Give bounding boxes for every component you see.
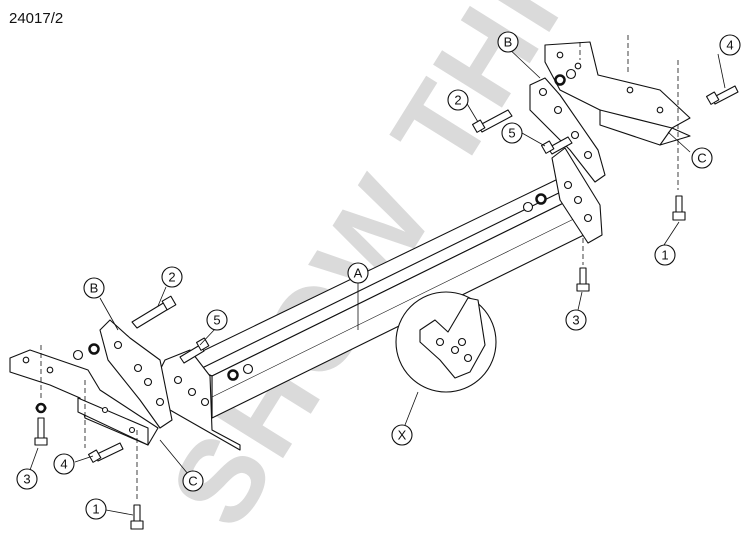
callout-1-right-circle — [654, 244, 676, 266]
callout-c-right-circle — [691, 147, 713, 169]
callout-b-right-circle — [497, 31, 519, 53]
callout-c-left-circle — [182, 470, 204, 492]
right-bracket-b — [529, 77, 606, 183]
bolt-5-right — [540, 136, 573, 155]
callout-2-left-circle — [161, 266, 183, 288]
callout-2-right-label: 2 — [454, 93, 461, 108]
left-bracket-b — [99, 319, 173, 429]
callout-b-left-label: B — [90, 281, 99, 296]
callout-3-right-circle — [565, 309, 587, 331]
callout-a-circle — [347, 262, 369, 284]
callout-3-left-label: 3 — [23, 472, 30, 487]
leader-lines — [29, 45, 726, 516]
callout-4-right-label: 4 — [726, 38, 733, 53]
callout-5-left-label: 5 — [213, 313, 220, 328]
bolt-3-right — [576, 267, 590, 292]
callout-b-left-circle — [83, 277, 105, 299]
callout-circles — [16, 31, 741, 520]
bolt-5-left — [179, 337, 210, 364]
bolt-1-left — [130, 504, 144, 530]
callout-4-left-circle — [53, 453, 75, 475]
nuts-washers — [35, 68, 577, 414]
bolt-4-left — [87, 442, 124, 463]
callout-2-left-label: 2 — [168, 270, 175, 285]
bolt-2-left — [131, 295, 177, 329]
callout-2-right-circle — [447, 89, 469, 111]
callout-c-right-label: C — [697, 151, 706, 166]
right-chassis-bracket-c — [544, 41, 691, 146]
callout-5-right-label: 5 — [508, 126, 515, 141]
callout-4-right-circle — [719, 34, 741, 56]
callout-1-right-label: 1 — [661, 248, 668, 263]
callout-1-left-circle — [85, 498, 107, 520]
callout-c-left-label: C — [188, 474, 197, 489]
callout-4-left-label: 4 — [60, 457, 67, 472]
callout-x-circle — [391, 424, 413, 446]
callout-3-left-circle — [16, 468, 38, 490]
callout-a-label: A — [354, 266, 363, 281]
detail-x-circle — [395, 291, 497, 393]
bolt-4-right — [705, 85, 739, 105]
callout-5-left-circle — [206, 309, 228, 331]
callout-3-right-label: 3 — [572, 313, 579, 328]
callout-x-label: X — [398, 428, 407, 443]
callout-b-right-label: B — [504, 35, 513, 50]
right-beam-plate — [551, 147, 603, 244]
bolt-1-right — [672, 195, 686, 221]
alignment-lines — [40, 35, 679, 500]
callout-1-left-label: 1 — [92, 502, 99, 517]
callout-5-right-circle — [501, 122, 523, 144]
drawing-code: 24017/2 — [9, 10, 64, 27]
left-chassis-bracket-c — [9, 349, 159, 446]
bolt-2-right — [471, 109, 513, 133]
